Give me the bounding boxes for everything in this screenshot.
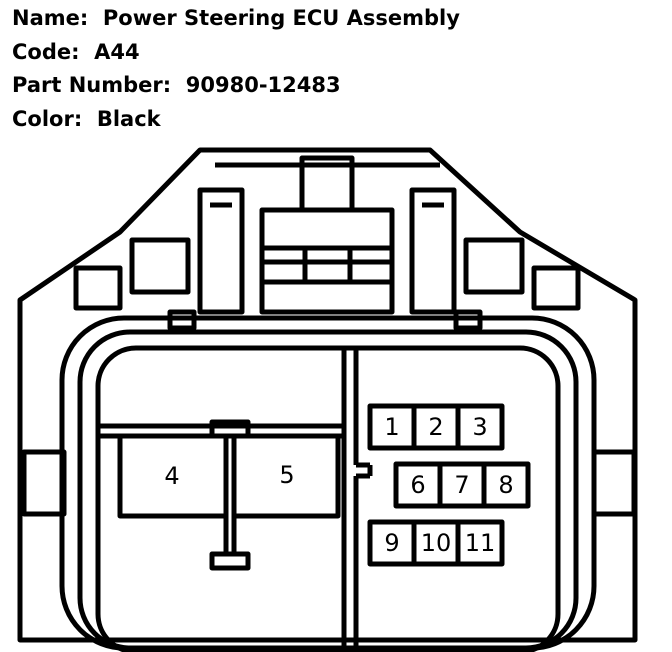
name-label: Name: [12, 6, 89, 30]
tab-left-small [73, 265, 123, 311]
color-value: Black [96, 107, 161, 131]
seal-inner [77, 329, 579, 651]
code-line: Code: A44 [12, 40, 140, 64]
pin-label-5: 5 [279, 461, 294, 489]
seal-outer [59, 315, 597, 651]
center-rib-foot [209, 551, 251, 571]
pin-label-9: 9 [384, 529, 399, 557]
side-lock-right [591, 449, 637, 517]
pin-label-7: 7 [454, 471, 469, 499]
guide-post-right [409, 187, 457, 315]
pin-label-11: 11 [465, 529, 496, 557]
tab-right-large [463, 237, 525, 295]
part-number-label: Part Number: [12, 73, 172, 97]
pin-label-3: 3 [472, 413, 487, 441]
pin-cell-4 [117, 433, 229, 519]
center-rib-cap [209, 419, 251, 439]
pin-cell-3 [455, 403, 505, 451]
connector-housing [17, 147, 638, 643]
pin-label-6: 6 [410, 471, 425, 499]
code-value: A44 [94, 40, 140, 64]
part-number-value: 90980-12483 [185, 73, 341, 97]
pin-label-10: 10 [421, 529, 452, 557]
side-lock-left [21, 449, 67, 517]
pin-cell-11 [455, 519, 505, 567]
name-line: Name: Power Steering ECU Assembly [12, 6, 460, 30]
pin-cell-5 [231, 433, 341, 519]
pin-label-2: 2 [428, 413, 443, 441]
pin-label-1: 1 [384, 413, 399, 441]
tab-left-large [129, 237, 191, 295]
code-label: Code: [12, 40, 80, 64]
terminal-cavity [95, 345, 561, 652]
latch-base [259, 279, 395, 315]
color-label: Color: [12, 107, 83, 131]
part-number-line: Part Number: 90980-12483 [12, 73, 341, 97]
pin-cell-8 [481, 461, 531, 509]
tab-right-small [531, 265, 581, 311]
guide-post-left [197, 187, 245, 315]
name-value: Power Steering ECU Assembly [102, 6, 460, 30]
pin-label-8: 8 [498, 471, 513, 499]
color-line: Color: Black [12, 107, 161, 131]
pin-label-4: 4 [164, 462, 179, 490]
